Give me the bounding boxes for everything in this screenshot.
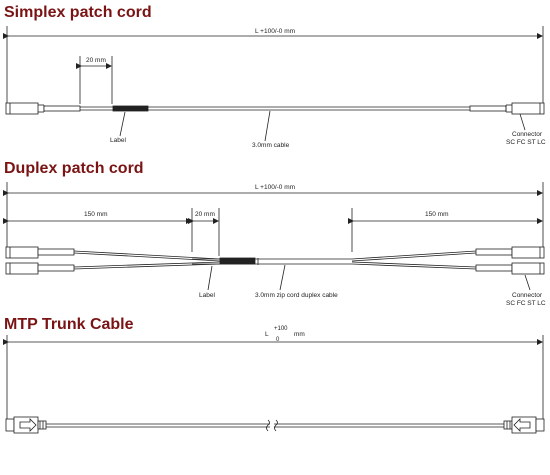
duplex-title: Duplex patch cord — [4, 160, 144, 177]
simplex-20mm-label: 20 mm — [86, 57, 106, 64]
simplex-right-connector — [469, 102, 545, 115]
duplex-150mm-left-label: 150 mm — [84, 211, 108, 218]
duplex-right-connector-bottom — [475, 262, 545, 275]
mtp-length-minus: 0 — [276, 337, 280, 343]
duplex-150mm-right-label: 150 mm — [425, 211, 449, 218]
mtp-length-unit: mm — [294, 331, 305, 338]
simplex-connector-types: SC FC ST LC — [506, 139, 546, 146]
duplex-drawing — [3, 182, 545, 291]
simplex-length-label: L +100/-0 mm — [255, 28, 296, 35]
simplex-left-connector — [5, 102, 81, 115]
duplex-cable-label: 3.0mm zip cord duplex cable — [255, 292, 338, 299]
mtp-length-L: L — [265, 331, 269, 338]
duplex-right-connector-top — [475, 246, 545, 259]
duplex-length-label: L +100/-0 mm — [255, 184, 296, 191]
duplex-20mm-label: 20 mm — [195, 211, 215, 218]
duplex-left-connector-bottom — [5, 262, 75, 275]
duplex-label-text: Label — [199, 292, 215, 299]
simplex-title: Simplex patch cord — [4, 4, 152, 21]
duplex-left-connector-top — [5, 246, 75, 259]
mtp-title: MTP Trunk Cable — [4, 316, 134, 333]
mtp-length-plus: +100 — [274, 326, 288, 332]
simplex-label-text: Label — [110, 137, 126, 144]
simplex-drawing — [3, 26, 545, 142]
duplex-connector-types: SC FC ST LC — [506, 300, 546, 307]
simplex-cable-label: 3.0mm cable — [252, 142, 290, 149]
duplex-connector-label: Connector — [512, 292, 542, 299]
mtp-left-connector — [5, 416, 47, 434]
mtp-drawing — [3, 335, 545, 434]
duplex-label-band — [219, 257, 256, 265]
simplex-label-band — [112, 105, 149, 112]
simplex-connector-label: Connector — [512, 131, 542, 138]
mtp-right-connector — [503, 416, 545, 434]
